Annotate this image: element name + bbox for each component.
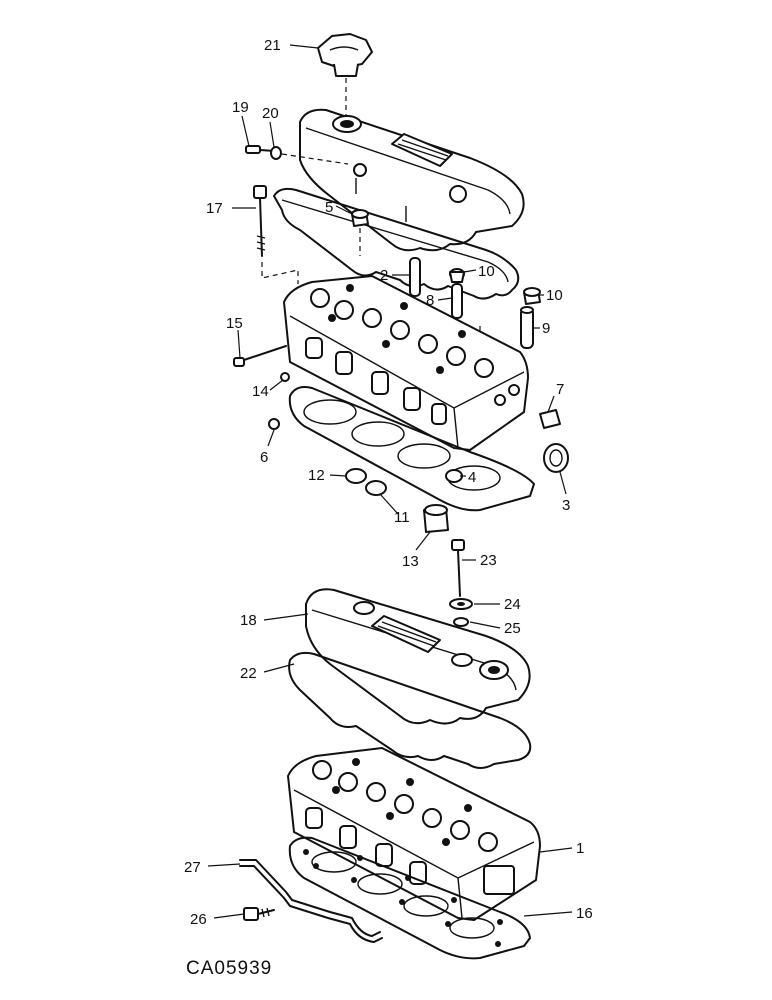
callout-5: 5 xyxy=(325,199,333,216)
callout-8: 8 xyxy=(426,292,434,309)
lower-cover-gasket xyxy=(288,651,532,769)
rocker-shaft-plug xyxy=(351,209,369,256)
callout-13: 13 xyxy=(402,553,419,570)
callout-labels: 21 19 20 17 5 2 10 10 8 9 15 14 6 7 3 4 … xyxy=(184,37,593,928)
oil-filler-cap xyxy=(317,33,373,118)
upper-rocker-cover xyxy=(299,108,525,252)
callout-18: 18 xyxy=(240,612,257,629)
breather-bolt xyxy=(245,145,349,165)
cylinder-head-bolt xyxy=(253,185,299,284)
upper-cover-gasket xyxy=(273,187,520,300)
callout-1: 1 xyxy=(576,840,584,857)
support-bracket xyxy=(239,859,383,943)
callout-6: 6 xyxy=(260,449,268,466)
callout-3: 3 xyxy=(562,497,570,514)
callout-20: 20 xyxy=(262,105,279,122)
callout-22: 22 xyxy=(240,665,257,682)
lower-cylinder-head xyxy=(287,747,541,921)
callout-23: 23 xyxy=(480,552,497,569)
callout-17: 17 xyxy=(206,200,223,217)
callout-15: 15 xyxy=(226,315,243,332)
upper-cylinder-head xyxy=(283,275,529,451)
callout-14: 14 xyxy=(252,383,269,400)
core-plug xyxy=(539,409,569,473)
callout-27: 27 xyxy=(184,859,201,876)
callout-24: 24 xyxy=(504,596,521,613)
cover-bolt xyxy=(449,539,473,654)
callout-2: 2 xyxy=(380,267,388,284)
callout-9: 9 xyxy=(542,320,550,337)
callout-10-right: 10 xyxy=(546,287,563,304)
lower-head-gasket xyxy=(288,836,531,960)
lower-rocker-cover xyxy=(305,588,531,725)
callout-26: 26 xyxy=(190,911,207,928)
callout-11: 11 xyxy=(394,509,410,526)
callout-10-upper: 10 xyxy=(478,263,495,280)
callout-4: 4 xyxy=(468,469,476,486)
valve-pushrods xyxy=(409,257,465,319)
callout-21: 21 xyxy=(264,37,281,54)
callout-19: 19 xyxy=(232,99,249,116)
callout-16: 16 xyxy=(576,905,593,922)
callout-12: 12 xyxy=(308,467,325,484)
leader-lines xyxy=(207,44,573,919)
callout-25: 25 xyxy=(504,620,521,637)
callout-7: 7 xyxy=(556,381,564,398)
head-studs xyxy=(233,345,290,430)
drawing-code: CA05939 xyxy=(186,958,272,979)
